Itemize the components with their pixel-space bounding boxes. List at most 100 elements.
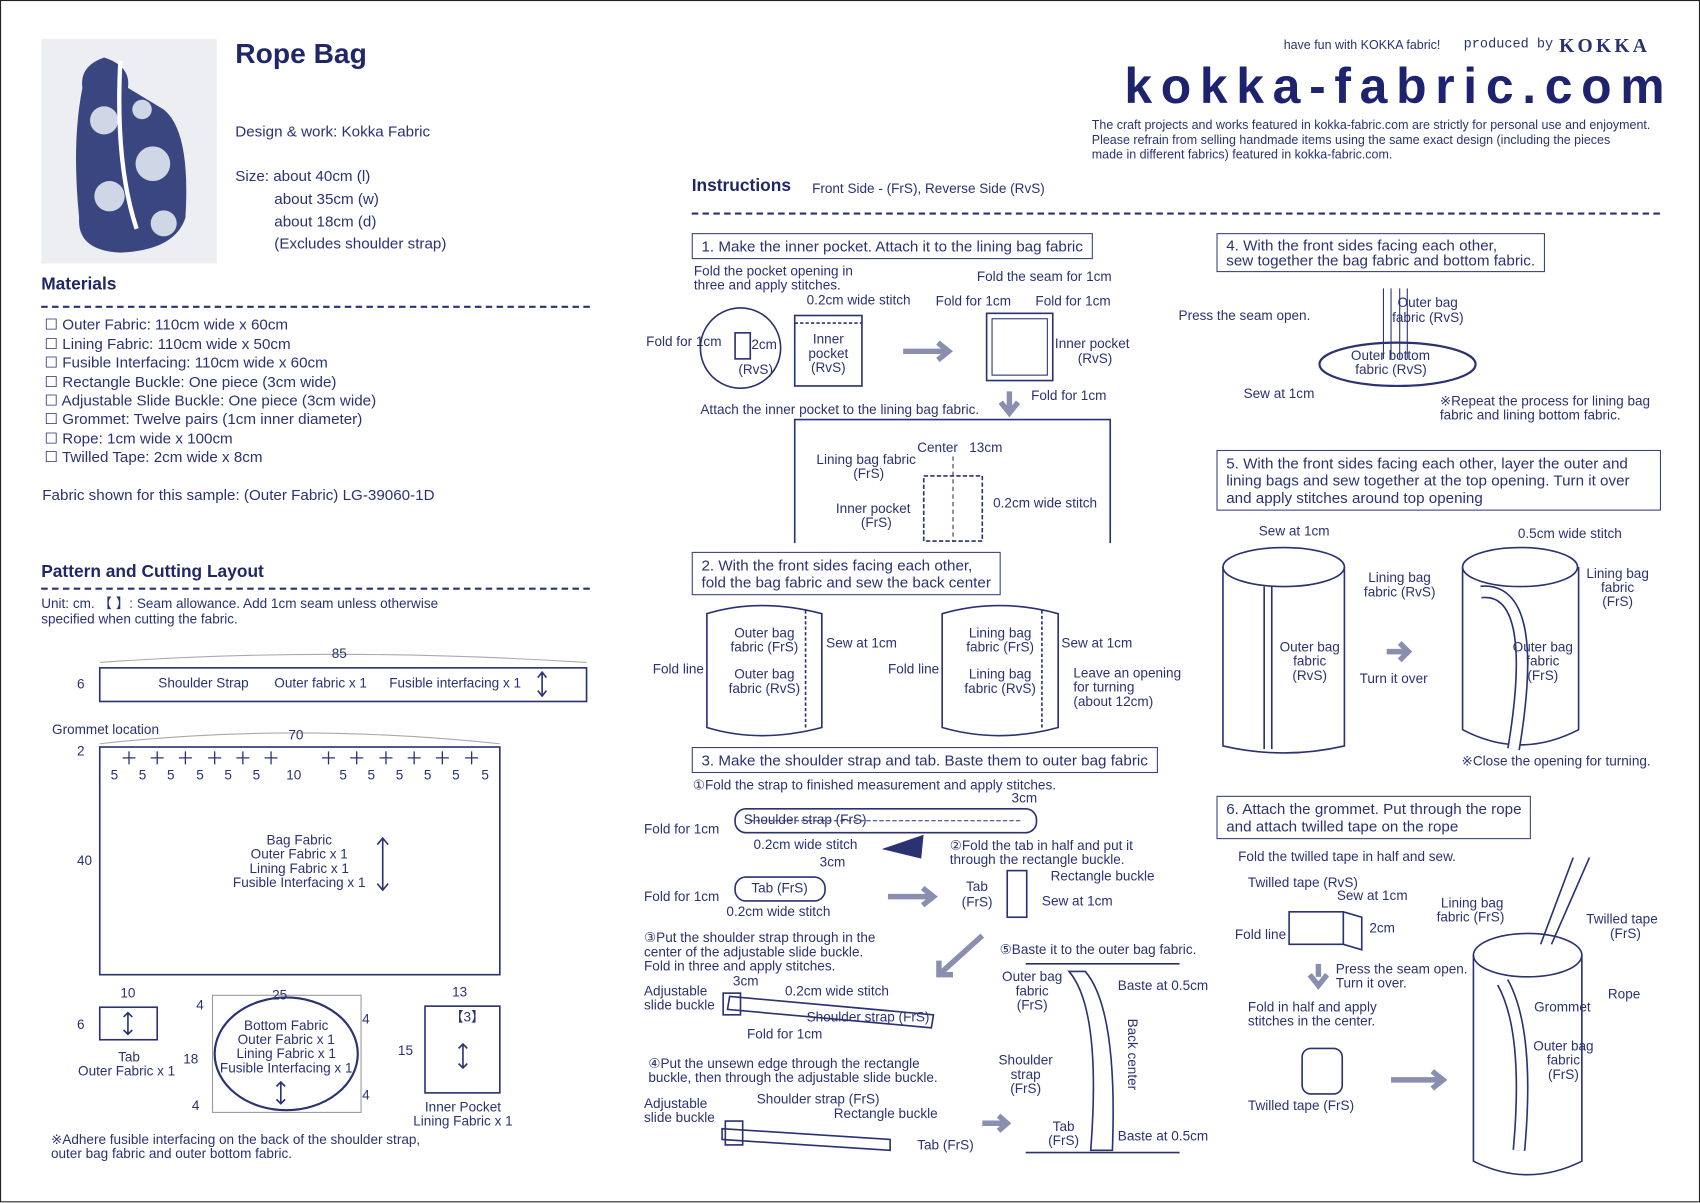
piece-label: Shoulder Strap: [158, 675, 249, 691]
label: (FrS): [1010, 1080, 1042, 1097]
size-width: about 35cm (w): [274, 189, 379, 208]
dim-label: 4: [362, 1087, 370, 1103]
bottom-pattern: [211, 994, 362, 1113]
label: Sew at 1cm: [1336, 887, 1408, 904]
spacing-label: 10: [286, 767, 302, 783]
label: (FrS): [1016, 997, 1048, 1013]
label: Fold line: [1234, 926, 1287, 943]
label: (FrS): [860, 514, 892, 531]
tab-pattern: [98, 1006, 159, 1041]
label: fabric (FrS): [730, 639, 799, 655]
pattern-heading: Pattern and Cutting Layout: [41, 562, 264, 582]
label: Outer bag: [734, 625, 795, 641]
label: Inner pocket: [835, 500, 911, 517]
step6-title: 6. Attach the grommet. Put through the r…: [1216, 795, 1532, 840]
label: 2cm: [751, 337, 777, 353]
label: Fold the twilled tape in half and sew.: [1238, 848, 1456, 865]
label: fabric (RvS): [964, 680, 1036, 697]
grommet-location-label: Grommet location: [52, 722, 160, 738]
label: 0.2cm wide stitch: [806, 292, 911, 308]
label: (RvS): [1292, 667, 1328, 684]
label: fabric (RvS): [1355, 362, 1427, 378]
label: Baste at 0.5cm: [1117, 977, 1209, 994]
label: (about 12cm): [1073, 693, 1154, 710]
label: Fold line: [652, 661, 704, 677]
label: fabric: [1601, 580, 1635, 596]
step1-diagram: [699, 307, 1112, 544]
label: (FrS): [853, 466, 885, 482]
label: Inner pocket: [1054, 336, 1130, 352]
legend: Front Side - (FrS), Reverse Side (RvS): [812, 181, 1045, 197]
label: fabric (FrS): [1436, 909, 1505, 925]
title-line: 4. With the front sides facing each othe…: [1226, 236, 1498, 254]
spacing-label: 5: [395, 767, 404, 783]
size-depth: about 18cm (d): [274, 212, 377, 230]
piece-label: Lining Fabric x 1: [236, 1046, 336, 1062]
label: Lining bag: [968, 625, 1032, 641]
label: through the rectangle buckle.: [949, 852, 1125, 868]
instructions-heading: Instructions: [691, 176, 791, 196]
step4-diagram: [1318, 288, 1477, 388]
label: for turning: [1073, 679, 1135, 695]
step4-title: 4. With the front sides facing each othe…: [1216, 233, 1545, 273]
label: buckle, then through the adjustable slid…: [648, 1070, 938, 1086]
title-line: lining bags and sew together at the top …: [1226, 471, 1630, 489]
kokka-logo: KOKKA: [1559, 34, 1651, 57]
site-logo[interactable]: kokka-fabric.com: [1124, 57, 1674, 114]
disclaimer: Please refrain from selling handmade ite…: [1091, 134, 1611, 148]
label: Twilled tape (RvS): [1247, 874, 1358, 891]
title-line: sew together the bag fabric and bottom f…: [1226, 251, 1536, 269]
label: Leave an opening: [1073, 665, 1182, 681]
label: Fold in three and apply stitches.: [644, 958, 836, 974]
material-item: ☐ Adjustable Slide Buckle: One piece (3c…: [44, 391, 377, 409]
bag-pattern: [98, 732, 501, 976]
label: Center: [917, 440, 958, 456]
piece-label: Fusible Interfacing x 1: [219, 1060, 353, 1076]
label: Shoulder: [998, 1052, 1053, 1068]
label: Fold for 1cm: [1031, 388, 1107, 404]
piece-label: Lining Fabric x 1: [413, 1113, 513, 1129]
label: 0.2cm wide stitch: [753, 837, 858, 853]
step2-title: 2. With the front sides facing each othe…: [691, 551, 1001, 596]
dim-label: 70: [288, 727, 304, 743]
interfacing-note: ※Adhere fusible interfacing on the back …: [50, 1131, 421, 1148]
label: (FrS): [1048, 1132, 1080, 1149]
piece-label: Fusible interfacing x 1: [389, 675, 522, 691]
unit-note: specified when cutting the fabric.: [41, 611, 238, 627]
disclaimer: made in different fabrics) featured in k…: [1091, 148, 1393, 162]
label: 3cm: [819, 854, 846, 870]
dim-label: 85: [331, 646, 347, 662]
dim-label: 4: [191, 1098, 200, 1114]
title-line: 2. With the front sides facing each othe…: [701, 556, 973, 574]
dim-label: 10: [120, 985, 136, 1001]
label: Press the seam open.: [1178, 307, 1311, 324]
label: ④Put the unsewn edge through the rectang…: [648, 1056, 920, 1072]
spacing-label: 5: [339, 767, 347, 783]
label: Rectangle buckle: [1050, 868, 1155, 884]
material-item: ☐ Lining Fabric: 110cm wide x 50cm: [44, 335, 291, 353]
label: strap: [1010, 1066, 1041, 1083]
label: 3cm: [732, 973, 759, 989]
label: Adjustable: [644, 1096, 708, 1112]
label: slide buckle: [644, 997, 715, 1013]
unit-note: Unit: cm. 【 】: Seam allowance. Add 1cm s…: [41, 596, 439, 612]
label: 13cm: [969, 440, 1003, 456]
dim-label: 2: [76, 743, 85, 759]
piece-label: Bottom Fabric: [244, 1018, 329, 1034]
step5-diagram: [1222, 546, 1580, 754]
label: Outer bag: [1002, 969, 1063, 985]
interfacing-note: outer bag fabric and outer bottom fabric…: [50, 1145, 293, 1162]
spacing-label: 5: [138, 767, 147, 783]
label: fabric: [1546, 1052, 1580, 1068]
piece-label: Outer Fabric x 1: [237, 1032, 335, 1048]
label: fabric: [1015, 983, 1049, 999]
spacing-label: 5: [367, 767, 376, 783]
divider: [41, 305, 590, 308]
material-item: ☐ Outer Fabric: 110cm wide x 60cm: [44, 315, 289, 333]
piece-label: Lining Fabric x 1: [249, 860, 349, 877]
label: Tab: [966, 879, 988, 895]
label: 0.2cm wide stitch: [993, 495, 1098, 511]
materials-heading: Materials: [41, 275, 117, 294]
label: Outer bag: [1279, 639, 1340, 655]
